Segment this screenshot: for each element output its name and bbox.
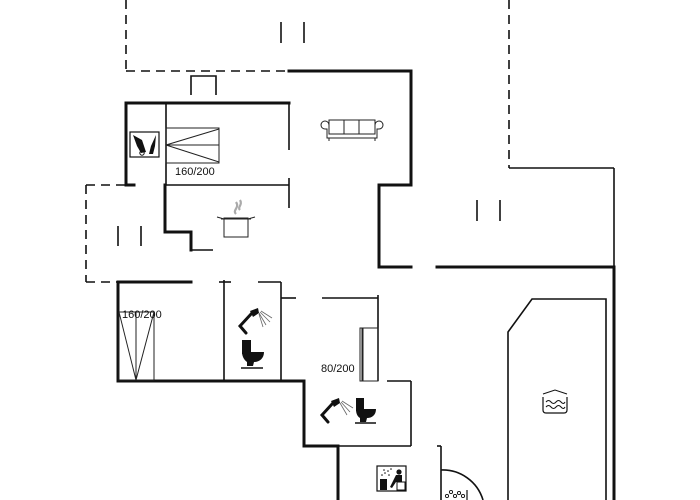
shower-icon-2 xyxy=(319,398,354,424)
chimney xyxy=(190,75,217,95)
whirlpool-arc xyxy=(440,469,484,500)
bed-2 xyxy=(118,311,155,381)
shower-icon xyxy=(237,308,273,335)
pool-icon xyxy=(542,389,568,414)
terrace-markers xyxy=(117,22,501,246)
bed-3 xyxy=(359,327,379,382)
sofa-icon xyxy=(320,119,384,141)
exterior-walls xyxy=(116,69,616,500)
toilet-icon-2 xyxy=(355,398,376,424)
utility-icon xyxy=(129,131,160,158)
terrace-outlines xyxy=(85,0,510,283)
pool xyxy=(507,298,607,500)
interior-walls xyxy=(165,103,615,500)
bed-2-size-label: 160/200 xyxy=(122,309,162,321)
whirlpool-icon xyxy=(444,489,468,500)
bed-3-size-label: 80/200 xyxy=(321,363,355,375)
toilet-icon xyxy=(241,340,264,369)
cooking-pot-icon xyxy=(216,199,256,238)
bed-1-size-label: 160/200 xyxy=(175,166,215,178)
sauna-icon xyxy=(376,465,407,492)
bed-1 xyxy=(165,127,220,164)
